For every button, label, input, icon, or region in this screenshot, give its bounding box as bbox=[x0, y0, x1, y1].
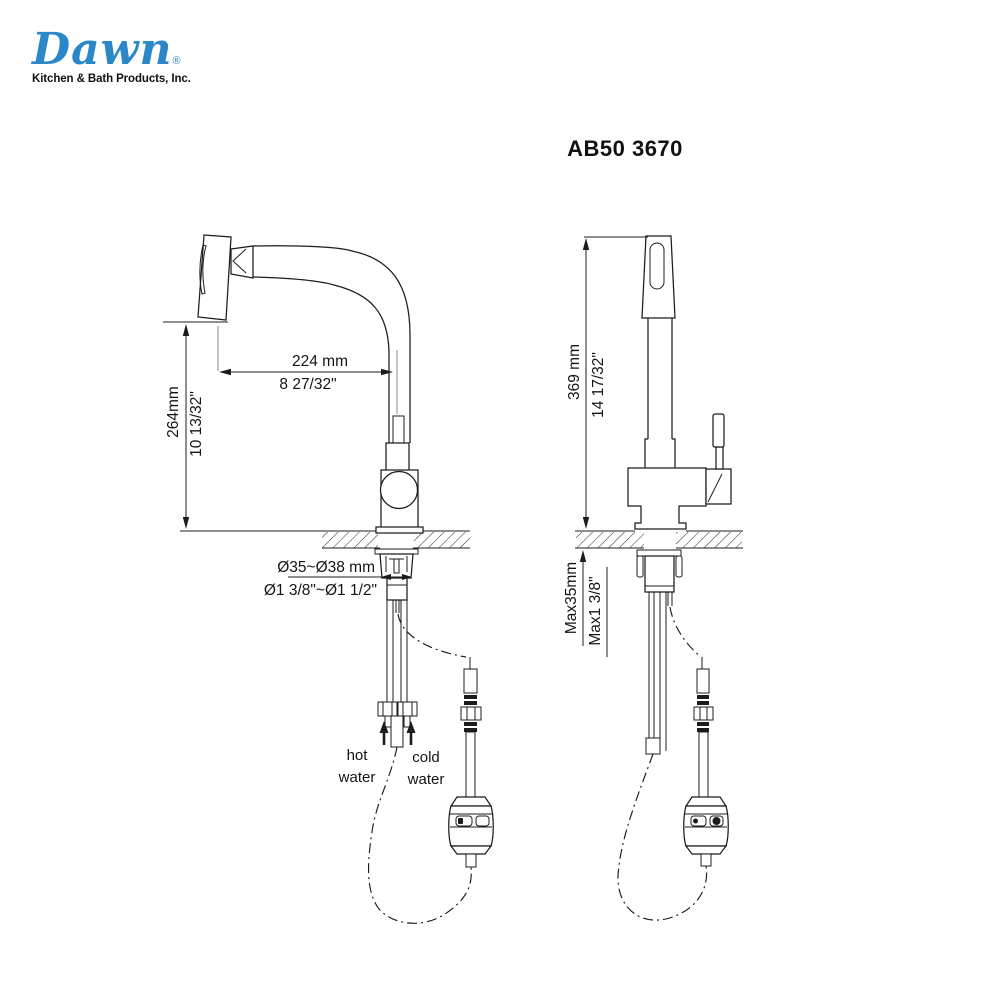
front-height-mm: 369 mm bbox=[566, 344, 583, 400]
side-pullout-hose-end bbox=[390, 715, 404, 748]
front-hose-end-fitting bbox=[645, 737, 661, 755]
side-head-connector bbox=[230, 245, 254, 279]
hot-water-arrow bbox=[379, 721, 389, 745]
front-sprayer-hose-assembly bbox=[617, 657, 729, 921]
side-neck-cartridge bbox=[392, 415, 405, 444]
front-lower-body bbox=[627, 467, 707, 530]
dawn-brand-text: Dawn bbox=[32, 24, 173, 75]
side-reach-in: 8 27/32" bbox=[279, 376, 336, 393]
registered-mark: ® bbox=[172, 55, 181, 67]
side-base-flange bbox=[375, 526, 424, 534]
side-spray-face bbox=[199, 244, 207, 295]
cold-water-label-2: water bbox=[407, 771, 445, 788]
side-spout-arm-inner bbox=[252, 276, 390, 443]
side-hose-to-connector bbox=[397, 613, 467, 658]
model-number-title: AB50 3670 bbox=[567, 136, 683, 161]
side-view-drawing: 264mm 10 13/32" 224 mm 8 27/32" Ø35~Ø38 … bbox=[163, 234, 494, 924]
front-max-deck-in: Max1 3/8" bbox=[587, 576, 604, 645]
side-quick-connector bbox=[463, 668, 478, 694]
side-height-mm: 264mm bbox=[165, 386, 182, 438]
side-spray-head bbox=[197, 234, 232, 321]
hot-water-label-1: hot bbox=[347, 747, 369, 764]
side-counter-hatch-right bbox=[414, 532, 470, 548]
side-height-in: 10 13/32" bbox=[188, 391, 205, 457]
front-quick-connector bbox=[696, 668, 710, 694]
side-hole-mm: Ø35~Ø38 mm bbox=[277, 559, 375, 576]
side-faucet-body bbox=[197, 234, 424, 534]
side-reach-mm: 224 mm bbox=[292, 353, 348, 370]
dawn-logo-brand: Dawn® bbox=[32, 28, 252, 72]
cold-water-arrow bbox=[406, 721, 416, 745]
front-counter bbox=[575, 530, 743, 549]
front-hose-to-connector bbox=[669, 606, 702, 658]
side-hole-in: Ø1 3/8"~Ø1 1/2" bbox=[264, 582, 377, 599]
side-under-counter-hardware bbox=[374, 548, 467, 748]
side-hex-nut-cold bbox=[397, 701, 418, 717]
front-view-drawing: 369 mm 14 17/32" Max35mm Max1 3/8" bbox=[563, 235, 743, 921]
dawn-logo: Dawn® Kitchen & Bath Products, Inc. bbox=[32, 28, 252, 86]
side-shank-collar bbox=[386, 577, 408, 601]
side-dimensions: 264mm 10 13/32" 224 mm 8 27/32" Ø35~Ø38 … bbox=[163, 321, 445, 788]
side-hex-nut-hot bbox=[377, 701, 398, 717]
front-counter-hatch-left bbox=[576, 532, 644, 548]
side-hose-weight bbox=[448, 796, 494, 868]
front-counter-hatch-right bbox=[676, 532, 742, 548]
hot-water-label-2: water bbox=[338, 769, 376, 786]
front-handle-stem bbox=[715, 446, 724, 470]
front-max-deck-mm: Max35mm bbox=[563, 562, 580, 634]
side-counter bbox=[180, 530, 470, 549]
front-spray-opening bbox=[649, 242, 665, 290]
front-hose-loop bbox=[617, 753, 708, 921]
front-hose-tube bbox=[698, 731, 709, 798]
side-shank-bolt bbox=[393, 558, 400, 574]
side-washer bbox=[374, 548, 419, 555]
front-handle-grip bbox=[712, 413, 725, 448]
side-counter-hatch-left bbox=[322, 532, 378, 548]
dawn-logo-tagline: Kitchen & Bath Products, Inc. bbox=[32, 73, 191, 85]
front-dimensions: 369 mm 14 17/32" Max35mm Max1 3/8" bbox=[563, 236, 648, 657]
side-spout-arm-outer bbox=[252, 245, 411, 443]
side-ball-joint bbox=[379, 470, 419, 510]
front-faucet-body bbox=[627, 235, 732, 530]
front-handle bbox=[705, 413, 732, 505]
front-mounting-bracket bbox=[644, 555, 675, 593]
front-hose-weight bbox=[683, 796, 729, 867]
side-hose-tube bbox=[465, 731, 476, 798]
side-sprayer-hose-assembly bbox=[367, 657, 494, 924]
cold-water-label-1: cold bbox=[412, 749, 440, 766]
front-height-in: 14 17/32" bbox=[590, 352, 607, 418]
side-hose-loop bbox=[367, 746, 472, 924]
front-washer bbox=[636, 549, 682, 557]
front-under-counter-hardware bbox=[636, 549, 702, 755]
side-neck-collar bbox=[385, 442, 410, 474]
